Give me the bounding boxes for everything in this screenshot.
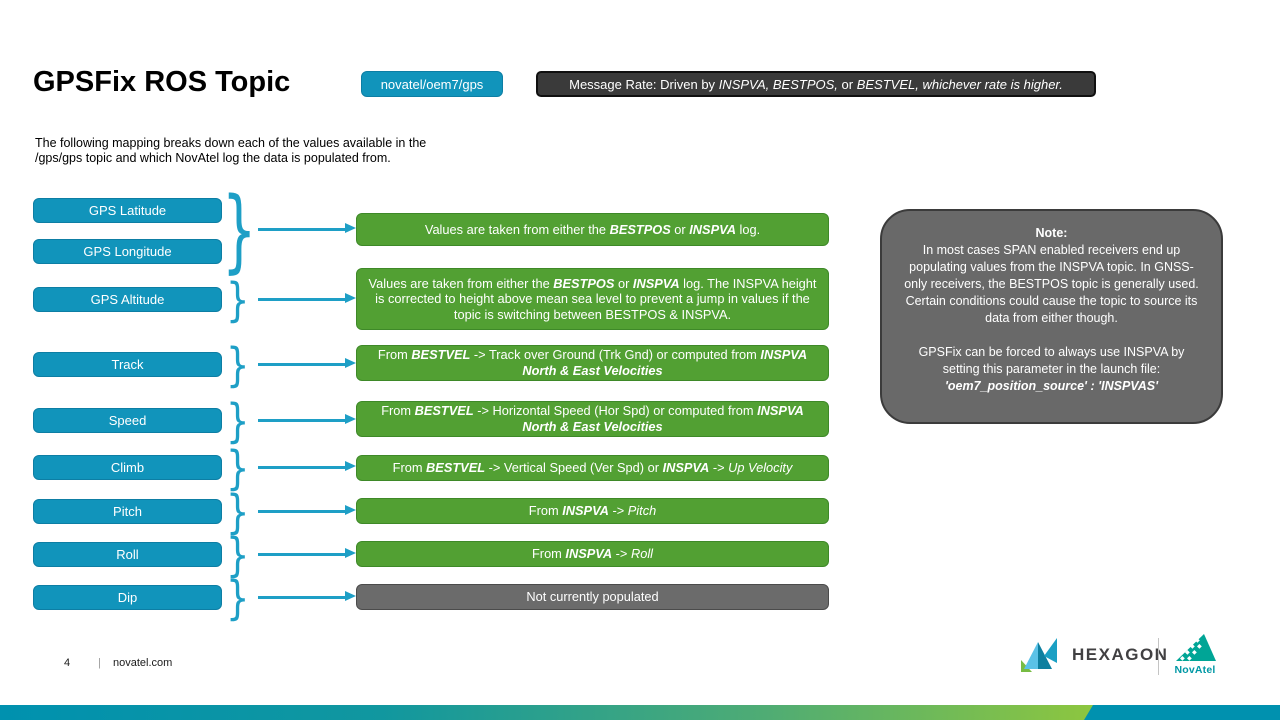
desc-box-track: From BESTVEL -> Track over Ground (Trk G… (356, 345, 829, 381)
desc-text: From BESTVEL -> Track over Ground (Trk G… (377, 347, 808, 378)
bottom-accent-gradient (0, 705, 1093, 720)
footer-separator: | (98, 657, 101, 669)
label-text: Speed (108, 413, 147, 428)
message-rate-text: Message Rate: Driven by INSPVA, BESTPOS,… (569, 76, 1063, 92)
topic-badge-label: novatel/oem7/gps (380, 76, 484, 92)
desc-text: From INSPVA -> Pitch (528, 503, 657, 519)
desc-text: From BESTVEL -> Vertical Speed (Ver Spd)… (392, 460, 793, 476)
note-heading: Note: (1035, 226, 1068, 240)
label-roll: Roll (33, 542, 222, 567)
label-text: GPS Altitude (90, 292, 165, 307)
desc-box-dip: Not currently populated (356, 584, 829, 610)
arrow-right-icon (258, 414, 356, 424)
brace-icon: } (226, 528, 250, 582)
label-text: GPS Latitude (88, 203, 167, 218)
desc-box-speed: From BESTVEL -> Horizontal Speed (Hor Sp… (356, 401, 829, 437)
desc-text: Not currently populated (526, 589, 659, 605)
brace-icon: } (222, 178, 257, 283)
logo-divider (1158, 638, 1159, 675)
desc-box-pitch: From INSPVA -> Pitch (356, 498, 829, 524)
note-paragraph-1: In most cases SPAN enabled receivers end… (904, 243, 1199, 325)
label-text: GPS Longitude (83, 244, 172, 259)
label-text: Climb (110, 460, 145, 475)
desc-text: From INSPVA -> Roll (531, 546, 654, 562)
message-rate-badge: Message Rate: Driven by INSPVA, BESTPOS,… (536, 71, 1096, 97)
brace-icon: } (226, 394, 250, 448)
hexagon-wordmark: HEXAGON (1072, 645, 1169, 664)
topic-badge: novatel/oem7/gps (361, 71, 503, 97)
page-number: 4 (64, 657, 71, 669)
label-dip: Dip (33, 585, 222, 610)
desc-text: Values are taken from either the BESTPOS… (424, 221, 761, 237)
label-track: Track (33, 352, 222, 377)
brace-icon: } (226, 571, 250, 625)
label-speed: Speed (33, 408, 222, 433)
brace-icon: } (226, 485, 250, 539)
hexagon-logo-icon (1021, 638, 1057, 672)
label-pitch: Pitch (33, 499, 222, 524)
arrow-right-icon (258, 505, 356, 515)
label-climb: Climb (33, 455, 222, 480)
novatel-logo-icon (1176, 634, 1216, 661)
brace-icon: } (226, 273, 250, 327)
label-text: Pitch (113, 504, 142, 519)
label-text: Track (111, 357, 144, 372)
arrow-right-icon (258, 591, 356, 601)
desc-box-climb: From BESTVEL -> Vertical Speed (Ver Spd)… (356, 455, 829, 481)
desc-box-roll: From INSPVA -> Roll (356, 541, 829, 567)
arrow-right-icon (258, 548, 356, 558)
desc-text: From BESTVEL -> Horizontal Speed (Hor Sp… (381, 403, 804, 434)
brace-icon: } (226, 441, 250, 495)
desc-box-altitude: Values are taken from either the BESTPOS… (356, 268, 829, 330)
label-gps-altitude: GPS Altitude (33, 287, 222, 312)
desc-text: Values are taken from either the BESTPOS… (368, 275, 817, 322)
page-title: GPSFix ROS Topic (33, 66, 291, 98)
arrow-right-icon (258, 461, 356, 471)
label-text: Dip (117, 590, 138, 605)
note-launch-parameter: 'oem7_position_source' : 'INSPVAS' (944, 379, 1159, 393)
bottom-accent-bar (0, 705, 1280, 720)
arrow-right-icon (258, 223, 356, 233)
label-gps-longitude: GPS Longitude (33, 239, 222, 264)
label-gps-latitude: GPS Latitude (33, 198, 222, 223)
desc-box-latlon: Values are taken from either the BESTPOS… (356, 213, 829, 246)
arrow-right-icon (258, 358, 356, 368)
site-link[interactable]: novatel.com (113, 657, 173, 669)
brace-icon: } (226, 338, 250, 392)
note-paragraph-2: GPSFix can be forced to always use INSPV… (918, 345, 1185, 376)
arrow-right-icon (258, 293, 356, 303)
intro-paragraph: The following mapping breaks down each o… (35, 136, 427, 165)
label-text: Roll (116, 547, 139, 562)
novatel-wordmark: NovAtel (1174, 664, 1216, 676)
note-callout: Note: In most cases SPAN enabled receive… (880, 209, 1223, 424)
